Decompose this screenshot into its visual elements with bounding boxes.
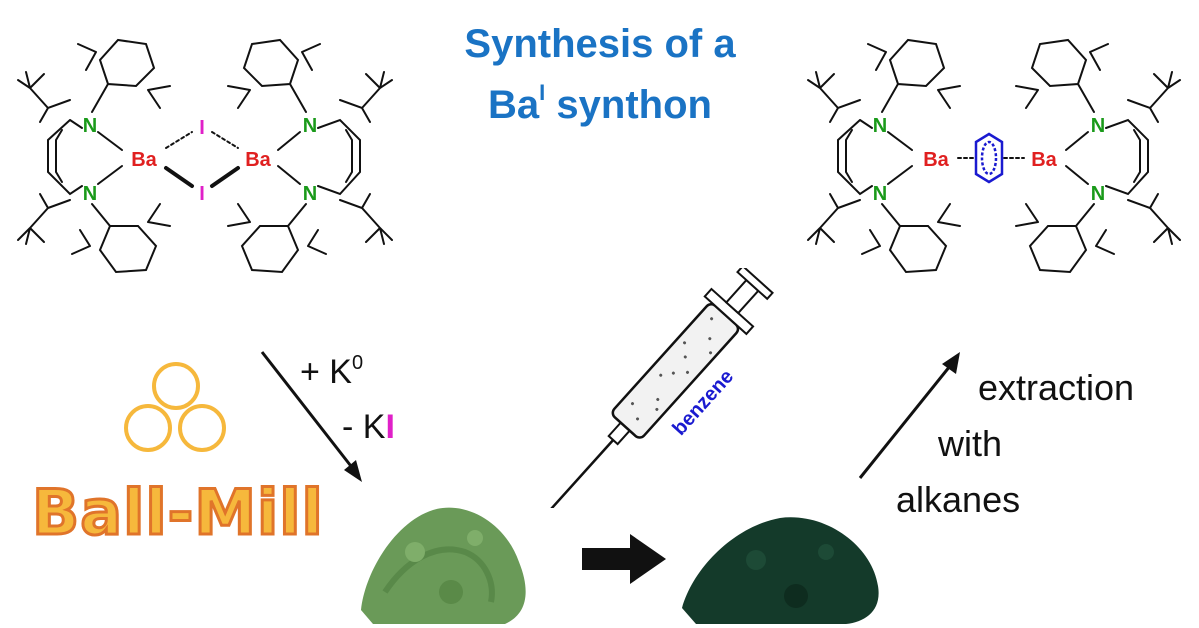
atom-i: I [199,117,205,139]
ba-i-bond-top-right [211,131,239,149]
backbone-left [47,119,83,196]
tbu-bottom-left [17,193,71,245]
tbu-top-left [17,71,71,123]
atom-ba: Ba [1031,149,1057,171]
reagent-ki: - KI [342,408,395,447]
atom-n: N [303,183,317,205]
aryl-top-left [867,38,961,113]
powder-pile-icon [361,507,526,624]
reagent-potassium: + K0 [300,352,363,392]
tbu-top-left [807,71,861,123]
extraction-text-line-3: alkanes [896,479,1021,520]
n-ba-bonds-left [887,131,913,185]
backbone-left [837,119,873,196]
tbu-top-right [1127,71,1181,123]
backbone-right-inner [345,129,353,183]
atom-ba: Ba [131,149,157,171]
extraction-text-line-2: with [938,423,1003,464]
benzene-ring-icon [974,132,1004,184]
backbone-right [317,118,361,196]
aryl-top-right [227,38,321,113]
atom-n: N [873,183,887,205]
atom-n: N [303,115,317,137]
ba-i-bond-bottom-left [164,166,194,188]
atom-n: N [83,115,97,137]
title-ba: Ba [488,83,540,127]
reagent-add: + K [300,353,352,391]
atom-n: N [83,183,97,205]
ba-i-bond-bottom-right [210,166,240,188]
tbu-bottom-right [339,193,393,245]
atom-n: N [873,115,887,137]
barium-iodide-dimer-structure: N N Ba I I Ba N N [17,38,393,274]
tbu-top-right [339,71,393,123]
title-oxidation-state: I [539,80,546,105]
atom-i: I [199,183,205,205]
n-ba-bonds-left [97,131,123,185]
atom-n: N [1091,115,1105,137]
aryl-bottom-left [861,203,961,274]
atom-n: N [1091,183,1105,205]
reagent-iodide: I [385,408,395,446]
aryl-bottom-left [71,203,171,274]
backbone-left-inner [845,129,853,183]
arrow-icon [858,352,960,479]
n-ba-bonds-right [277,131,301,185]
title-synthon: synthon [545,83,712,127]
arrow-icon [582,534,666,584]
n-ba-bonds-right [1065,131,1089,185]
ba-i-bond-top-left [165,131,193,149]
barium-benzene-complex-structure: N N Ba Ba N N [807,38,1181,274]
backbone-left-inner [55,129,63,183]
atom-ba: Ba [923,149,949,171]
tbu-bottom-left [807,193,861,245]
arrow-icon [260,351,362,482]
aryl-bottom-right [1015,203,1115,274]
title-line-1: Synthesis of a [464,22,736,66]
syringe-icon: benzene [545,268,774,508]
backbone-right-inner [1133,129,1141,183]
ball-mill-label: Ball-Mill [31,475,325,551]
backbone-right [1105,118,1149,196]
title-line-2: BaI synthon [350,80,850,128]
aryl-top-left [77,38,171,113]
reagent-oxidation-state: 0 [351,352,364,374]
aryl-top-right [1015,38,1109,113]
aryl-bottom-right [227,203,327,274]
extraction-text-line-1: extraction [978,367,1135,408]
reagent-remove: - K [342,408,386,446]
atom-ba: Ba [245,149,271,171]
ball-mill-icon [124,362,226,452]
powder-pile-icon [682,517,879,624]
tbu-bottom-right [1127,193,1181,245]
